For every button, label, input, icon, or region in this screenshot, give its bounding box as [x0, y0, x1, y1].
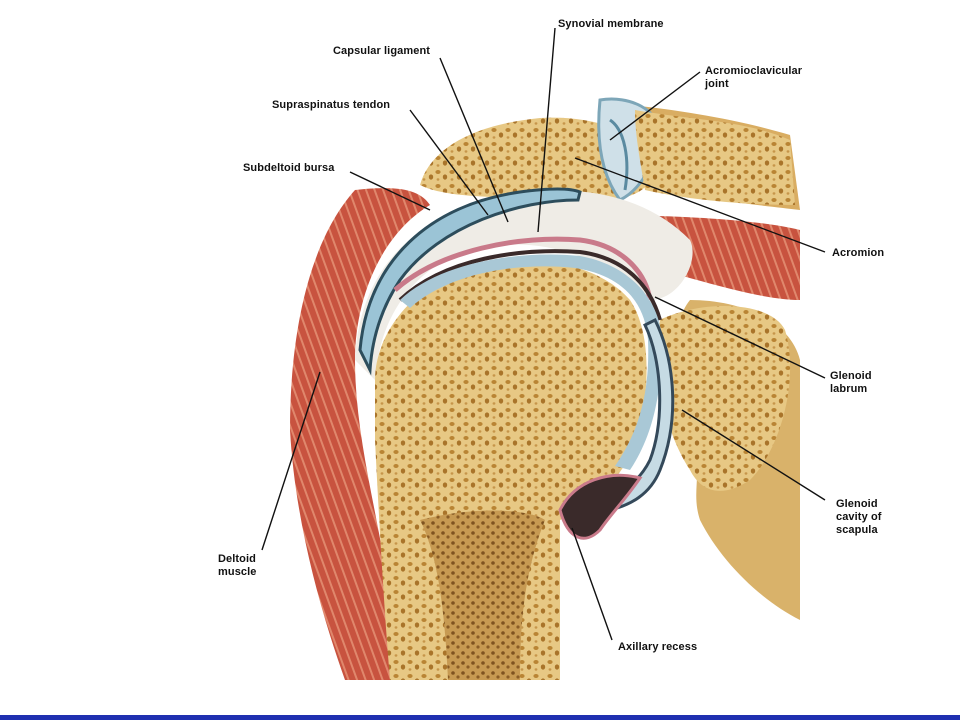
- label-glenoid-cavity: Glenoid cavity of scapula: [836, 498, 882, 536]
- leader-glenoid: [681, 409, 826, 501]
- label-deltoid-muscle: Deltoid muscle: [218, 553, 257, 578]
- humerus-marrow: [420, 510, 545, 680]
- acromion-bone: [420, 117, 652, 201]
- leader-synovial: [537, 27, 556, 233]
- leader-labrum: [654, 296, 826, 379]
- label-supraspinatus-tendon: Supraspinatus tendon: [272, 99, 391, 111]
- leader-deltoid: [261, 371, 321, 551]
- label-acromioclavicular-joint: Acromioclavicular joint: [705, 65, 803, 90]
- leader-bursa: [349, 171, 431, 211]
- label-glenoid-labrum: Glenoid labrum: [830, 370, 872, 395]
- label-synovial-membrane: Synovial membrane: [558, 18, 664, 30]
- cavity-line: [398, 249, 662, 321]
- leader-acromion: [574, 157, 826, 253]
- label-acromion: Acromion: [832, 247, 885, 259]
- axillary-recess-shape: [558, 473, 643, 540]
- bottom-rule: [0, 715, 960, 720]
- distal-clavicle: [635, 110, 795, 205]
- label-subdeltoid-bursa: Subdeltoid bursa: [243, 162, 335, 174]
- label-axillary-recess: Axillary recess: [618, 641, 698, 653]
- glenoid-bone: [657, 306, 791, 491]
- leader-acj: [609, 71, 701, 141]
- label-capsular-ligament: Capsular ligament: [333, 45, 431, 57]
- deltoid: [290, 188, 430, 680]
- synovial-line: [393, 236, 653, 301]
- leader-supra: [409, 109, 489, 216]
- bursa: [358, 187, 582, 376]
- leader-capsular: [439, 57, 509, 223]
- head-cartilage: [400, 254, 662, 470]
- leader-axillary: [571, 527, 613, 641]
